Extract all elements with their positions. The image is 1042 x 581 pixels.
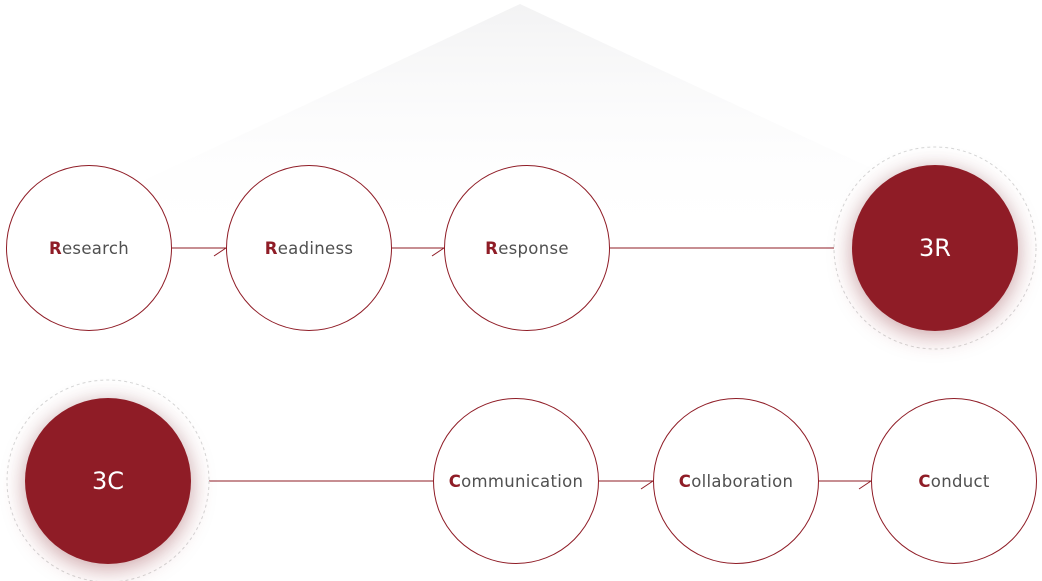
arrowhead-research-readiness	[213, 247, 227, 257]
step-conduct-label: Conduct	[918, 471, 990, 491]
step-research-label: Research	[48, 238, 130, 258]
step-research: Research	[6, 165, 172, 331]
arrowhead-communication-collaboration	[640, 480, 654, 490]
step-communication-label: Communication	[448, 471, 584, 491]
hub-3c-label: 3C	[91, 467, 125, 495]
hub-3c: 3C	[25, 398, 191, 564]
step-collaboration: Collaboration	[653, 398, 819, 564]
step-collaboration-label: Collaboration	[678, 471, 794, 491]
hub-3r-label: 3R	[919, 234, 951, 262]
step-conduct: Conduct	[871, 398, 1037, 564]
step-readiness-label: Readiness	[264, 238, 354, 258]
step-communication: Communication	[433, 398, 599, 564]
step-response-label: Response	[485, 238, 569, 258]
arrowhead-collaboration-conduct	[858, 480, 872, 490]
hub-3r: 3R	[852, 165, 1018, 331]
step-response: Response	[444, 165, 610, 331]
arrowhead-readiness-response	[431, 247, 445, 257]
step-readiness: Readiness	[226, 165, 392, 331]
